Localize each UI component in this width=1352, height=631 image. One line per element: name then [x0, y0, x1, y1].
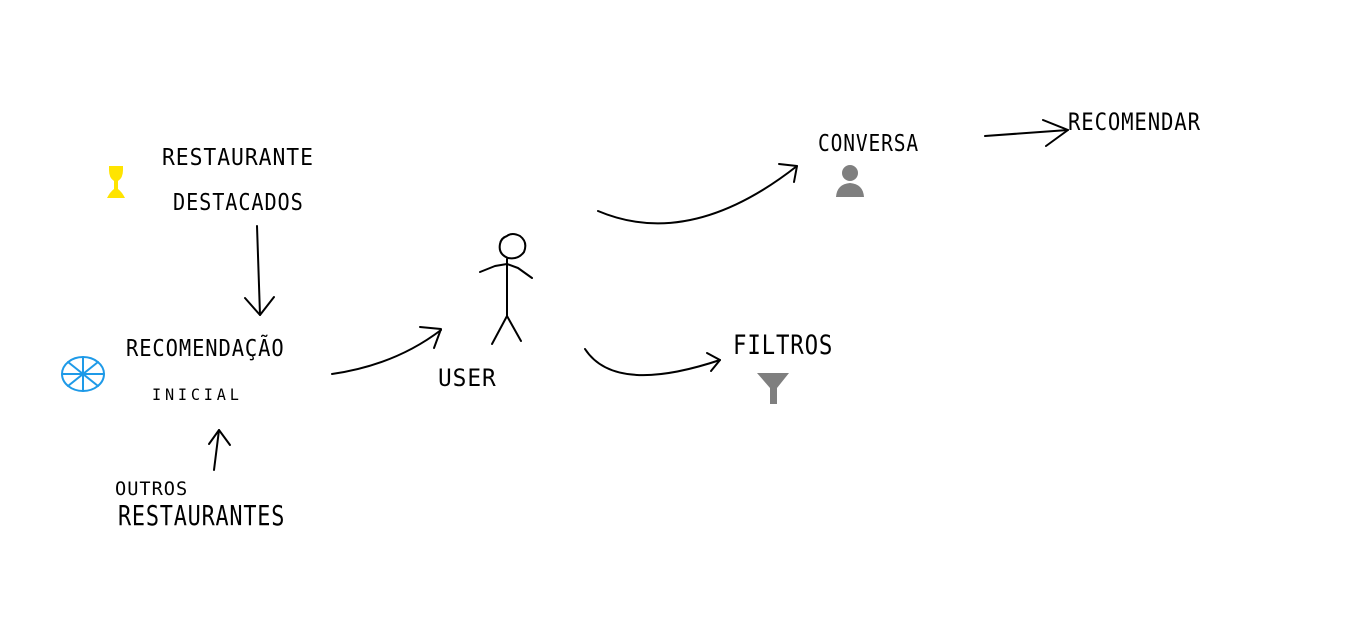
- arrow-destacados-to-inicial: [256, 225, 261, 316]
- node-recomendar-label: RECOMENDAR: [1068, 108, 1201, 136]
- node-destacados-line1: RESTAURANTE: [162, 145, 314, 171]
- snowflake-icon: [61, 356, 105, 392]
- arrowhead-user-to-conversa: [778, 163, 798, 183]
- arrowhead-inicial-to-user: [419, 326, 442, 349]
- arrow-user-to-filtros: [584, 348, 721, 377]
- arrow-user-to-conversa: [597, 165, 798, 225]
- stick-figure-icon: [479, 233, 533, 345]
- node-filtros-label: FILTROS: [733, 330, 834, 361]
- funnel-icon: [757, 373, 789, 404]
- node-inicial-line2: INICIAL: [152, 385, 243, 404]
- arrowhead-conversa-to-recomendar: [1042, 119, 1069, 147]
- arrow-inicial-to-user: [331, 329, 442, 375]
- person-icon: [836, 165, 864, 197]
- node-inicial-line1: RECOMENDAÇÃO: [126, 336, 285, 362]
- arrowhead-destacados-to-inicial: [244, 296, 275, 316]
- trophy-icon: [107, 166, 125, 198]
- node-conversa-label: CONVERSA: [818, 131, 919, 157]
- arrow-outros-to-inicial: [213, 429, 220, 471]
- arrowhead-user-to-filtros: [706, 352, 721, 372]
- node-outros-line1: OUTROS: [115, 478, 189, 500]
- arrowhead-outros-to-inicial: [208, 429, 231, 446]
- node-destacados-line2: DESTACADOS: [173, 190, 304, 216]
- trophy-icon-shape: [107, 166, 125, 198]
- node-outros-line2: RESTAURANTES: [118, 499, 286, 532]
- node-user-label: USER: [438, 364, 497, 392]
- arrow-conversa-to-recomendar: [984, 129, 1069, 137]
